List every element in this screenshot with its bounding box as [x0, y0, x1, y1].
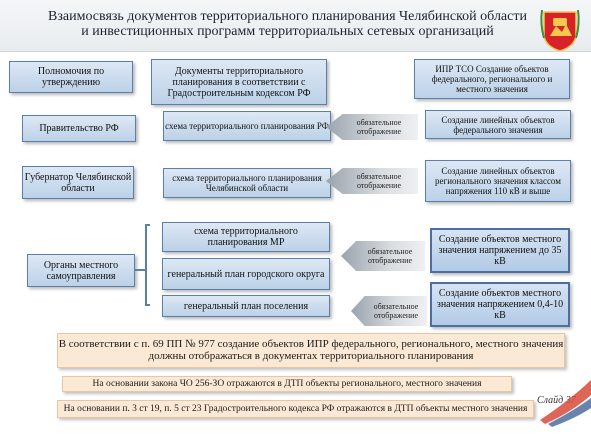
- title-bar: Взаимосвязь документов территориального …: [0, 0, 591, 52]
- callout-mandatory-1: обязательное отображение: [326, 114, 418, 140]
- doc-genplan-settlement: генеральный план поселения: [162, 295, 330, 317]
- documents-header: Документы территориального планирования …: [151, 59, 327, 105]
- doc-scheme-rf: схема территориального планирования РФ: [163, 111, 331, 141]
- note-grad-code: На основании п. 3 ст 19, п. 5 ст 23 Град…: [57, 400, 534, 418]
- ipr-header: ИПР ТСО Создание объектов федерального, …: [414, 59, 570, 99]
- authority-header: Полномочия по утверждению: [9, 61, 133, 93]
- doc-genplan-city: генеральный план городского округа: [162, 258, 330, 290]
- slide-title-line-1: Взаимосвязь документов территориального …: [48, 9, 527, 24]
- doc-scheme-mr: схема территориального планирования МР: [162, 222, 330, 252]
- slide-title-line-2: и инвестиционных программ территориальны…: [81, 24, 494, 39]
- ipr-local-04-10kv: Создание объектов местного значения напр…: [430, 282, 570, 327]
- authority-governor: Губернатор Челябинской области: [22, 166, 134, 199]
- ipr-local-35kv: Создание объектов местного значения напр…: [430, 228, 570, 273]
- note-law-256: На основании закона ЧО 256-ЗО отражаются…: [62, 376, 512, 392]
- doc-scheme-region: схема территориального планирования Челя…: [163, 168, 331, 198]
- callout-mandatory-3: обязательное отображение: [341, 241, 425, 271]
- note-pp-977: В соответствии с п. 69 ПП № 977 создание…: [57, 333, 565, 368]
- ipr-regional-linear: Создание линейных объектов регионального…: [425, 160, 571, 202]
- callout-mandatory-2: обязательное отображение: [326, 168, 418, 194]
- authority-local-government: Органы местного самоуправления: [27, 254, 135, 287]
- ipr-federal-linear: Создание линейных объектов федерального …: [425, 110, 571, 139]
- slide-number: Слайд 37: [537, 395, 576, 406]
- brace-connector: [135, 224, 150, 306]
- coat-of-arms-icon: [540, 9, 580, 52]
- callout-mandatory-4: обязательное отображение: [351, 296, 427, 326]
- slide-title: Взаимосвязь документов территориального …: [40, 9, 535, 39]
- authority-government-rf: Правительство РФ: [22, 115, 136, 142]
